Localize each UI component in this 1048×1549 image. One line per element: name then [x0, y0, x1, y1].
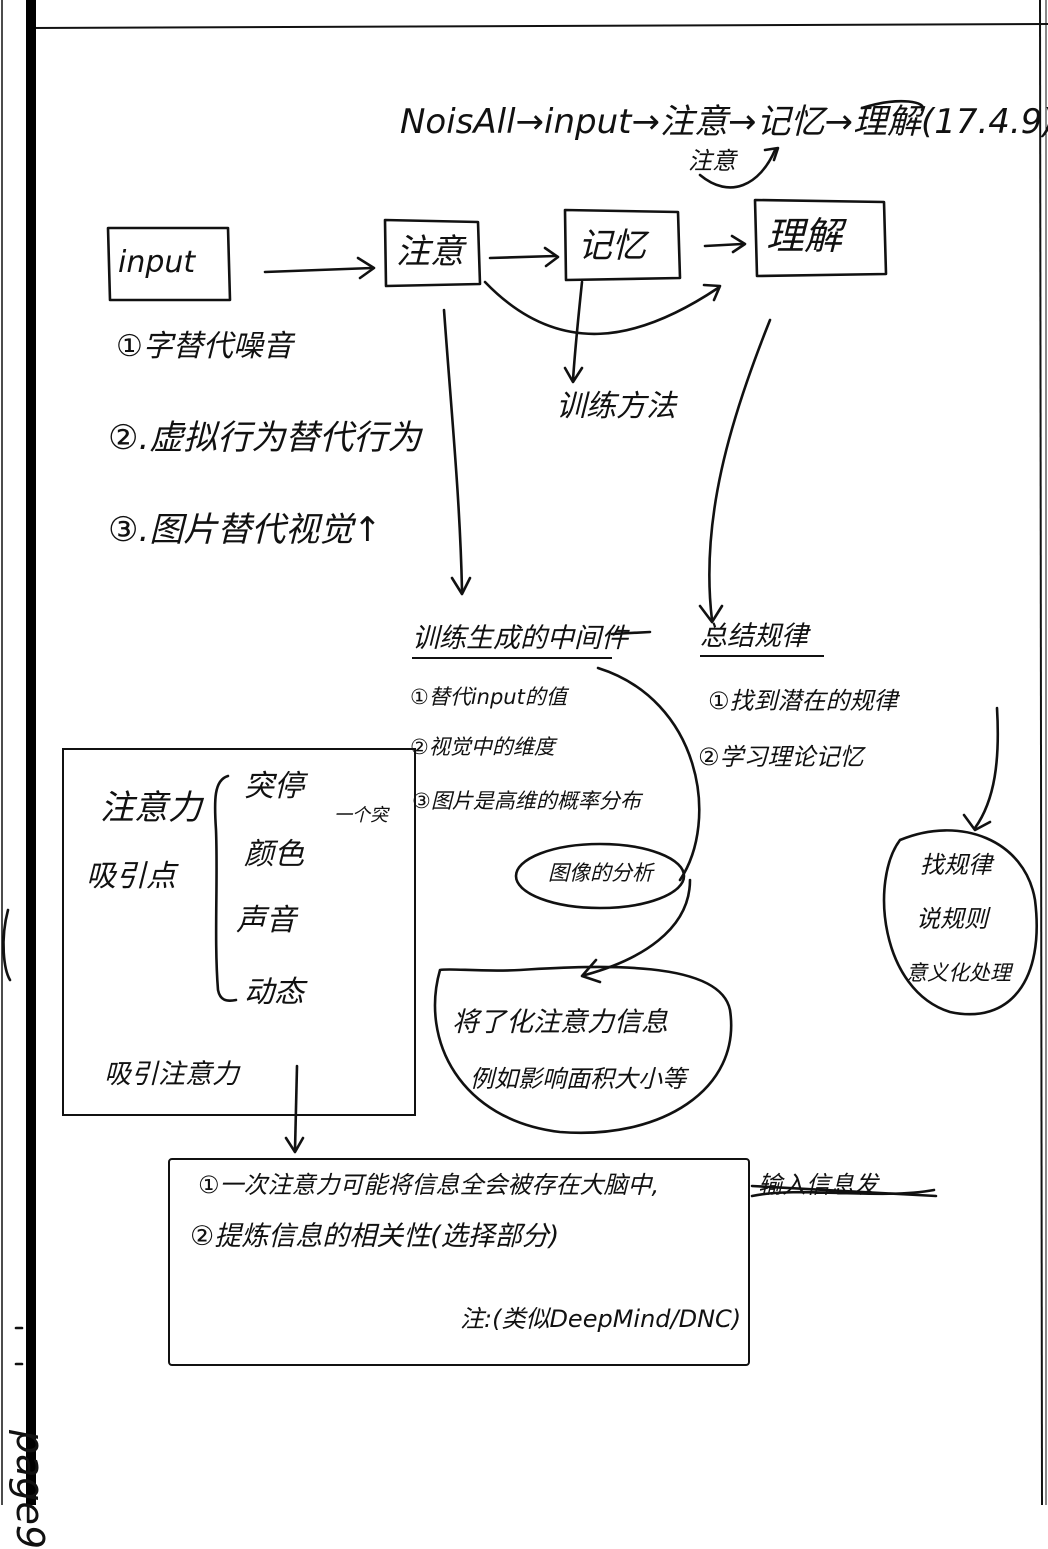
bottom-line-1: ①一次注意力可能将信息全会被存在大脑中,: [198, 1171, 660, 1199]
flow-input-label: input: [118, 245, 196, 280]
arrow-attention-memory: [488, 254, 557, 260]
attention-item-note: 一个突: [334, 805, 388, 826]
flow-mid-note: 训练方法: [556, 389, 676, 424]
attention-brace: [213, 774, 238, 1002]
mid-bubble-outline: [433, 965, 733, 1135]
middleware-title: 训练生成的中间件: [412, 624, 628, 659]
attention-item-4: 动态: [244, 975, 304, 1010]
right-bubble-line-3: 意义化处理: [906, 961, 1011, 985]
middleware-item-1: ①替代input的值: [410, 685, 567, 709]
flow-understand-label: 理解: [766, 214, 843, 258]
left-list-item-2: ②.虚拟行为替代行为: [108, 418, 422, 458]
bottom-box: [168, 1158, 750, 1366]
flow-attention-label: 注意: [396, 232, 464, 272]
arrow-memory-understand: [703, 242, 744, 248]
arrow-to-mid-bubble: [583, 878, 692, 977]
arrow-understand-to-summary: [708, 318, 772, 622]
bottom-line-2: ②提炼信息的相关性(选择部分): [190, 1221, 560, 1252]
header-over-note: 注意: [688, 147, 736, 175]
attention-box-outline: [383, 218, 482, 288]
bottom-line-1-struck: 输入信息发: [758, 1171, 878, 1199]
arrow-memory-down: [571, 280, 584, 382]
understand-box-outline: [753, 198, 888, 278]
header-curl-arrow: [698, 148, 777, 189]
attention-box-subtitle: 吸引点: [86, 859, 176, 894]
summary-title: 总结规律: [700, 622, 824, 657]
right-bubble-line-2: 说规则: [916, 905, 988, 933]
middleware-item-2: ②视觉中的维度: [410, 735, 555, 759]
arrow-curve-attention-understand: [483, 280, 720, 336]
page-label: page9: [8, 1430, 52, 1549]
arrow-input-attention: [263, 266, 374, 274]
sketch-lines: [1, 0, 1048, 1505]
input-box-outline: [106, 226, 232, 302]
flow-memory-label: 记忆: [578, 226, 646, 266]
middleware-item-3: ③图片是高维的概率分布: [412, 789, 641, 813]
attention-box-title: 注意力: [100, 788, 202, 828]
arrow-to-bottom-box: [293, 1064, 299, 1152]
summary-item-1: ①找到潜在的规律: [708, 687, 898, 715]
right-bubble-outline: [882, 829, 1038, 1016]
bottom-note: 注:(类似DeepMind/DNC): [460, 1305, 742, 1333]
attention-item-3: 声音: [236, 903, 296, 938]
middleware-bubble-outline: [514, 842, 686, 910]
header-formula: NoisAll→input→注意→记忆→理解(17.4.9): [400, 102, 1048, 142]
arrow-to-right-bubble: [973, 706, 1000, 830]
left-list-item-1: ①字替代噪音: [116, 329, 293, 364]
left-list-item-3: ③.图片替代视觉↑: [108, 510, 382, 550]
memory-box-outline: [563, 208, 682, 282]
mid-bubble-line-2: 例如影响面积大小等: [470, 1065, 686, 1093]
summary-item-2: ②学习理论记忆: [698, 743, 864, 771]
attention-item-2: 颜色: [244, 837, 304, 872]
attention-box-footer: 吸引注意力: [104, 1059, 239, 1090]
mid-bubble-line-1: 将了化注意力信息: [452, 1007, 668, 1038]
right-bubble-line-1: 找规律: [920, 851, 992, 879]
attention-item-1: 突停: [244, 769, 304, 804]
arrow-middleware-bubble: [596, 666, 701, 882]
middleware-bubble-text: 图像的分析: [548, 861, 653, 885]
margin-bar: [26, 0, 36, 1505]
attention-box: [62, 748, 416, 1116]
arrow-attention-to-middleware: [442, 308, 464, 592]
